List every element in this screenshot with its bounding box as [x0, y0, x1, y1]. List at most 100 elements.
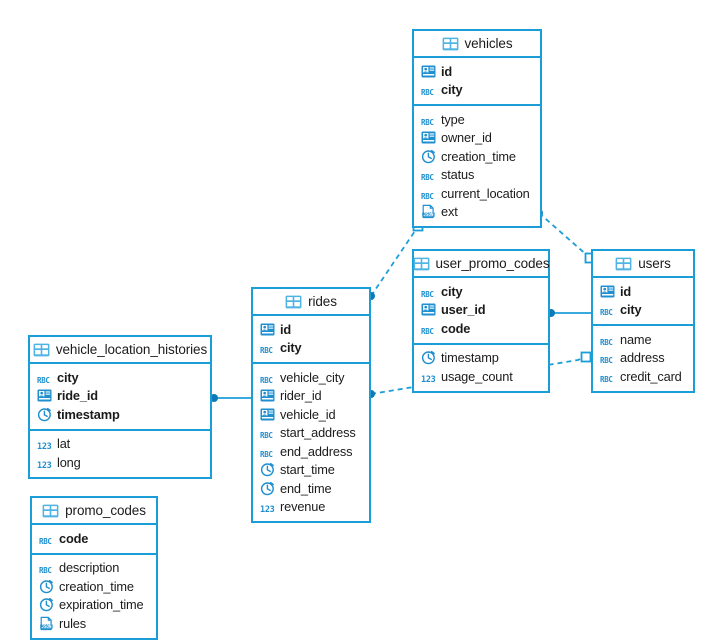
column-name: ext — [441, 204, 458, 220]
column-name: address — [620, 350, 665, 366]
column-name: end_address — [280, 443, 353, 459]
table-header-user_promo_codes[interactable]: user_promo_codes — [413, 251, 550, 278]
table-grid-icon — [413, 257, 430, 271]
abc-string-icon: RBC — [421, 289, 434, 299]
relationship-edge-vehicle-location-histories-to-rides[interactable] — [210, 394, 251, 402]
column-row[interactable]: start_time — [253, 461, 369, 480]
column-name: id — [620, 283, 632, 299]
column-name: revenue — [280, 499, 326, 515]
column-name: rider_id — [280, 388, 322, 404]
abc-string-icon: RBC — [39, 566, 52, 576]
table-grid-icon — [615, 257, 632, 271]
column-row[interactable]: vehicle_id — [253, 405, 369, 424]
column-name: lat — [57, 436, 71, 452]
clock-icon — [260, 481, 275, 496]
id-card-icon — [421, 302, 436, 317]
table-title-vehicles: vehicles — [464, 36, 513, 51]
abc-string-icon: RBC — [421, 117, 434, 127]
key-column-row[interactable]: RBC city — [253, 339, 369, 358]
key-column-row[interactable]: RBC code — [32, 529, 156, 548]
key-column-row[interactable]: id — [593, 282, 693, 301]
table-header-rides[interactable]: rides — [253, 289, 369, 316]
column-name: city — [441, 82, 463, 98]
column-name: start_time — [280, 462, 335, 478]
column-name: timestamp — [57, 406, 120, 422]
column-row[interactable]: creation_time — [32, 577, 156, 596]
abc-string-icon: RBC — [260, 375, 273, 385]
table-header-users[interactable]: users — [593, 251, 693, 278]
column-name: id — [280, 321, 292, 337]
column-row[interactable]: expiration_time — [32, 596, 156, 615]
primary-key-section-promo_codes: RBC code — [32, 525, 156, 555]
abc-string-icon: RBC — [600, 308, 613, 318]
column-row[interactable]: owner_id — [414, 129, 540, 148]
column-name: usage_count — [441, 368, 513, 384]
column-row[interactable]: rider_id — [253, 387, 369, 406]
column-name: owner_id — [441, 130, 492, 146]
column-row[interactable]: RBC address — [593, 349, 693, 368]
column-name: rules — [59, 615, 86, 631]
abc-string-icon: RBC — [600, 356, 613, 366]
key-column-row[interactable]: id — [253, 320, 369, 339]
123-number-icon: 123 — [37, 442, 52, 453]
clock-icon — [260, 462, 275, 477]
key-column-row[interactable]: ride_id — [30, 387, 210, 406]
relationship-edge-user-promo-codes-to-users[interactable] — [547, 309, 591, 317]
table-header-vehicles[interactable]: vehicles — [414, 31, 540, 58]
clock-icon — [39, 579, 54, 594]
table-title-user_promo_codes: user_promo_codes — [435, 256, 550, 271]
json-document-icon: JSON — [39, 616, 54, 631]
abc-string-icon: RBC — [260, 346, 273, 356]
column-name: code — [59, 530, 89, 546]
id-card-icon — [260, 322, 275, 337]
table-header-promo_codes[interactable]: promo_codes — [32, 498, 156, 525]
key-column-row[interactable]: RBC city — [414, 282, 548, 301]
id-card-icon — [421, 130, 436, 145]
abc-string-icon: RBC — [39, 536, 52, 546]
table-title-users: users — [638, 256, 671, 271]
column-row[interactable]: end_time — [253, 479, 369, 498]
column-name: ride_id — [57, 388, 98, 404]
table-title-vehicle_location_histories: vehicle_location_histories — [55, 342, 208, 357]
column-row[interactable]: JSON rules — [32, 614, 156, 633]
column-row[interactable]: creation_time — [414, 147, 540, 166]
column-name: city — [280, 340, 302, 356]
table-header-vehicle_location_histories[interactable]: vehicle_location_histories — [30, 337, 210, 364]
column-row[interactable]: 123 lat — [30, 435, 210, 454]
key-column-row[interactable]: id — [414, 62, 540, 81]
column-row[interactable]: timestamp — [414, 349, 548, 368]
column-name: code — [441, 320, 471, 336]
column-name: city — [441, 283, 463, 299]
key-column-row[interactable]: user_id — [414, 301, 548, 320]
id-card-icon — [421, 64, 436, 79]
edge-target-square-marker — [580, 351, 592, 363]
table-grid-icon — [285, 295, 302, 309]
key-column-row[interactable]: timestamp — [30, 405, 210, 424]
